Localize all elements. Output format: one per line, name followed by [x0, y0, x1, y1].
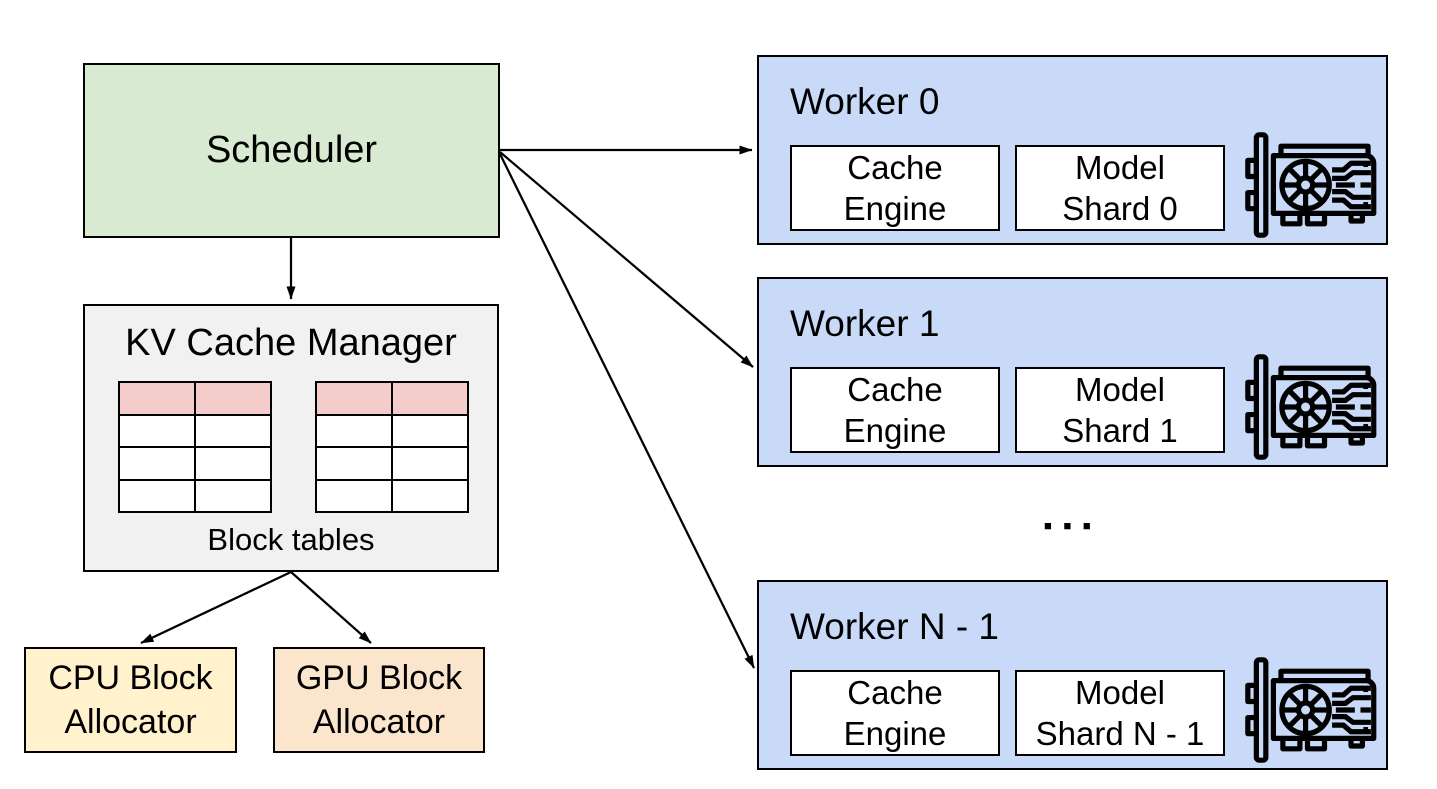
block-table-cell: [391, 446, 469, 481]
worker-title: Worker 1: [790, 303, 940, 344]
block-tables-caption: Block tables: [207, 522, 375, 557]
workers-ellipsis: ■ ■ ■: [1044, 518, 1095, 533]
arrow-kv-manager-to-cpu-allocator: [140, 570, 292, 645]
block-table-header-cell: [391, 381, 469, 416]
kv-cache-manager-title: KV Cache Manager: [125, 322, 457, 364]
block-table-cell: [194, 478, 272, 513]
arrow-scheduler-to-worker-1: [499, 151, 754, 368]
gpu-icon: [1245, 353, 1387, 461]
block-table-cell: [194, 413, 272, 448]
arrow-kv-manager-to-gpu-allocator: [290, 571, 372, 644]
worker-title: Worker 0: [790, 81, 940, 122]
block-table-cell: [118, 478, 196, 513]
gpu-block-allocator-box: GPU Block Allocator: [273, 647, 485, 753]
scheduler-label: Scheduler: [205, 129, 378, 171]
cpu-block-allocator-label: CPU Block Allocator: [48, 659, 213, 741]
kv-cache-manager-box: KV Cache Manager Block tables: [83, 304, 499, 572]
gpu-block-allocator-label: GPU Block Allocator: [295, 659, 463, 741]
block-table-cell: [118, 446, 196, 481]
scheduler-box: Scheduler: [83, 63, 500, 238]
block-table-cell: [118, 413, 196, 448]
block-table-cell: [194, 446, 272, 481]
worker-title: Worker N - 1: [790, 606, 1000, 647]
block-table-cell: [391, 478, 469, 513]
block-table-left: [118, 381, 272, 513]
block-table-header-cell: [315, 381, 393, 416]
block-table-cell: [315, 446, 393, 481]
cpu-block-allocator-box: CPU Block Allocator: [24, 647, 237, 753]
block-table-header-cell: [194, 381, 272, 416]
block-table-cell: [391, 413, 469, 448]
block-table-cell: [315, 413, 393, 448]
block-table-cell: [315, 478, 393, 513]
block-table-right: [315, 381, 469, 513]
arrow-scheduler-to-worker-n: [498, 153, 756, 669]
gpu-icon: [1245, 656, 1387, 764]
gpu-icon: [1245, 131, 1387, 239]
block-table-header-cell: [118, 381, 196, 416]
